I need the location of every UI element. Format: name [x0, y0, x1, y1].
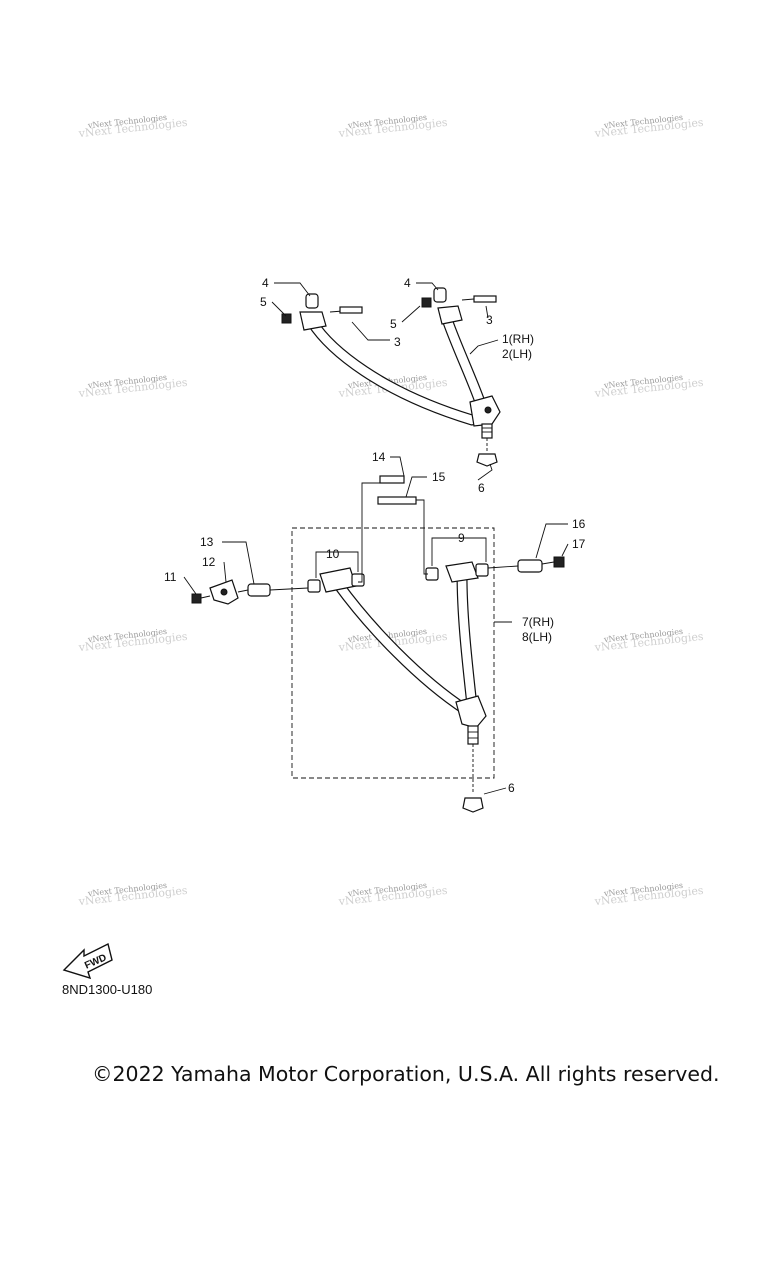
callout-17: 17 [572, 537, 586, 551]
upper-ball-joint-nut [476, 453, 498, 467]
callout-14: 14 [372, 450, 386, 464]
lower-arm-kit-boundary [291, 527, 495, 779]
callout-4-rear: 4 [404, 276, 411, 290]
watermark: vNext Technologies vNext Technologies [77, 627, 188, 654]
watermark: vNext Technologies vNext Technologies [77, 373, 188, 400]
callout-7: 7(RH) [522, 615, 554, 629]
callouts: 4 5 3 4 5 3 1(RH) 2(LH) 6 14 15 10 9 13 … [164, 276, 586, 795]
lower-front-bushing-a [307, 579, 321, 593]
copyright-notice: ©2022 Yamaha Motor Corporation, U.S.A. A… [92, 1062, 720, 1086]
lower-rear-nut [553, 556, 565, 568]
callout-5-rear: 5 [390, 317, 397, 331]
lower-pivot-bolt-15 [377, 496, 417, 505]
callout-3-rear: 3 [486, 313, 493, 327]
diagram-code: 8ND1300-U180 [62, 982, 152, 997]
callout-12: 12 [202, 555, 216, 569]
callout-5-front: 5 [260, 295, 267, 309]
upper-arm-assembly [271, 282, 501, 481]
watermark: vNext Technologies vNext Technologies [593, 881, 704, 908]
lower-front-nut [191, 593, 202, 604]
lower-front-bushing-b [351, 573, 365, 587]
watermark: vNext Technologies vNext Technologies [337, 113, 448, 140]
callout-11: 11 [164, 570, 177, 584]
callout-6-lower: 6 [508, 781, 515, 795]
lower-rear-collar [517, 559, 543, 573]
lower-arm-front-pivot [319, 567, 357, 593]
lower-arm-rear-pivot [445, 561, 479, 583]
upper-rear-nut [421, 297, 432, 308]
upper-front-bolt [339, 306, 363, 314]
callout-16: 16 [572, 517, 586, 531]
callout-4-front: 4 [262, 276, 269, 290]
lower-rear-bushing-b [475, 563, 489, 577]
lower-ball-stud [467, 725, 479, 745]
lower-front-collar [247, 583, 271, 597]
watermark: vNext Technologies vNext Technologies [593, 627, 704, 654]
upper-front-nut [281, 313, 292, 324]
callout-9: 9 [458, 531, 465, 545]
callout-8: 8(LH) [522, 630, 552, 644]
watermarks: vNext Technologies vNext Technologies vN… [77, 113, 704, 908]
callout-3-front: 3 [394, 335, 401, 349]
watermark: vNext Technologies vNext Technologies [77, 881, 188, 908]
callout-10: 10 [326, 547, 340, 561]
callout-2: 2(LH) [502, 347, 532, 361]
watermark: vNext Technologies vNext Technologies [77, 113, 188, 140]
lower-ball-joint [455, 695, 487, 729]
callout-13: 13 [200, 535, 214, 549]
upper-ball-stud [481, 423, 493, 439]
upper-front-bushing [305, 293, 319, 309]
upper-rear-bushing [433, 287, 447, 303]
upper-arm-rear-pivot [437, 305, 463, 325]
fwd-arrow-icon: FWD [62, 942, 113, 980]
lower-ball-joint-nut [462, 797, 484, 813]
watermark: vNext Technologies vNext Technologies [593, 113, 704, 140]
watermark: vNext Technologies vNext Technologies [593, 373, 704, 400]
lower-arm-assembly [183, 456, 569, 813]
callout-15: 15 [432, 470, 446, 484]
watermark: vNext Technologies vNext Technologies [337, 881, 448, 908]
upper-rear-bolt [473, 295, 497, 303]
callout-6-upper: 6 [478, 481, 485, 495]
lower-pivot-bolt-14 [379, 475, 405, 484]
upper-arm-front-pivot [299, 311, 327, 331]
callout-1: 1(RH) [502, 332, 534, 346]
